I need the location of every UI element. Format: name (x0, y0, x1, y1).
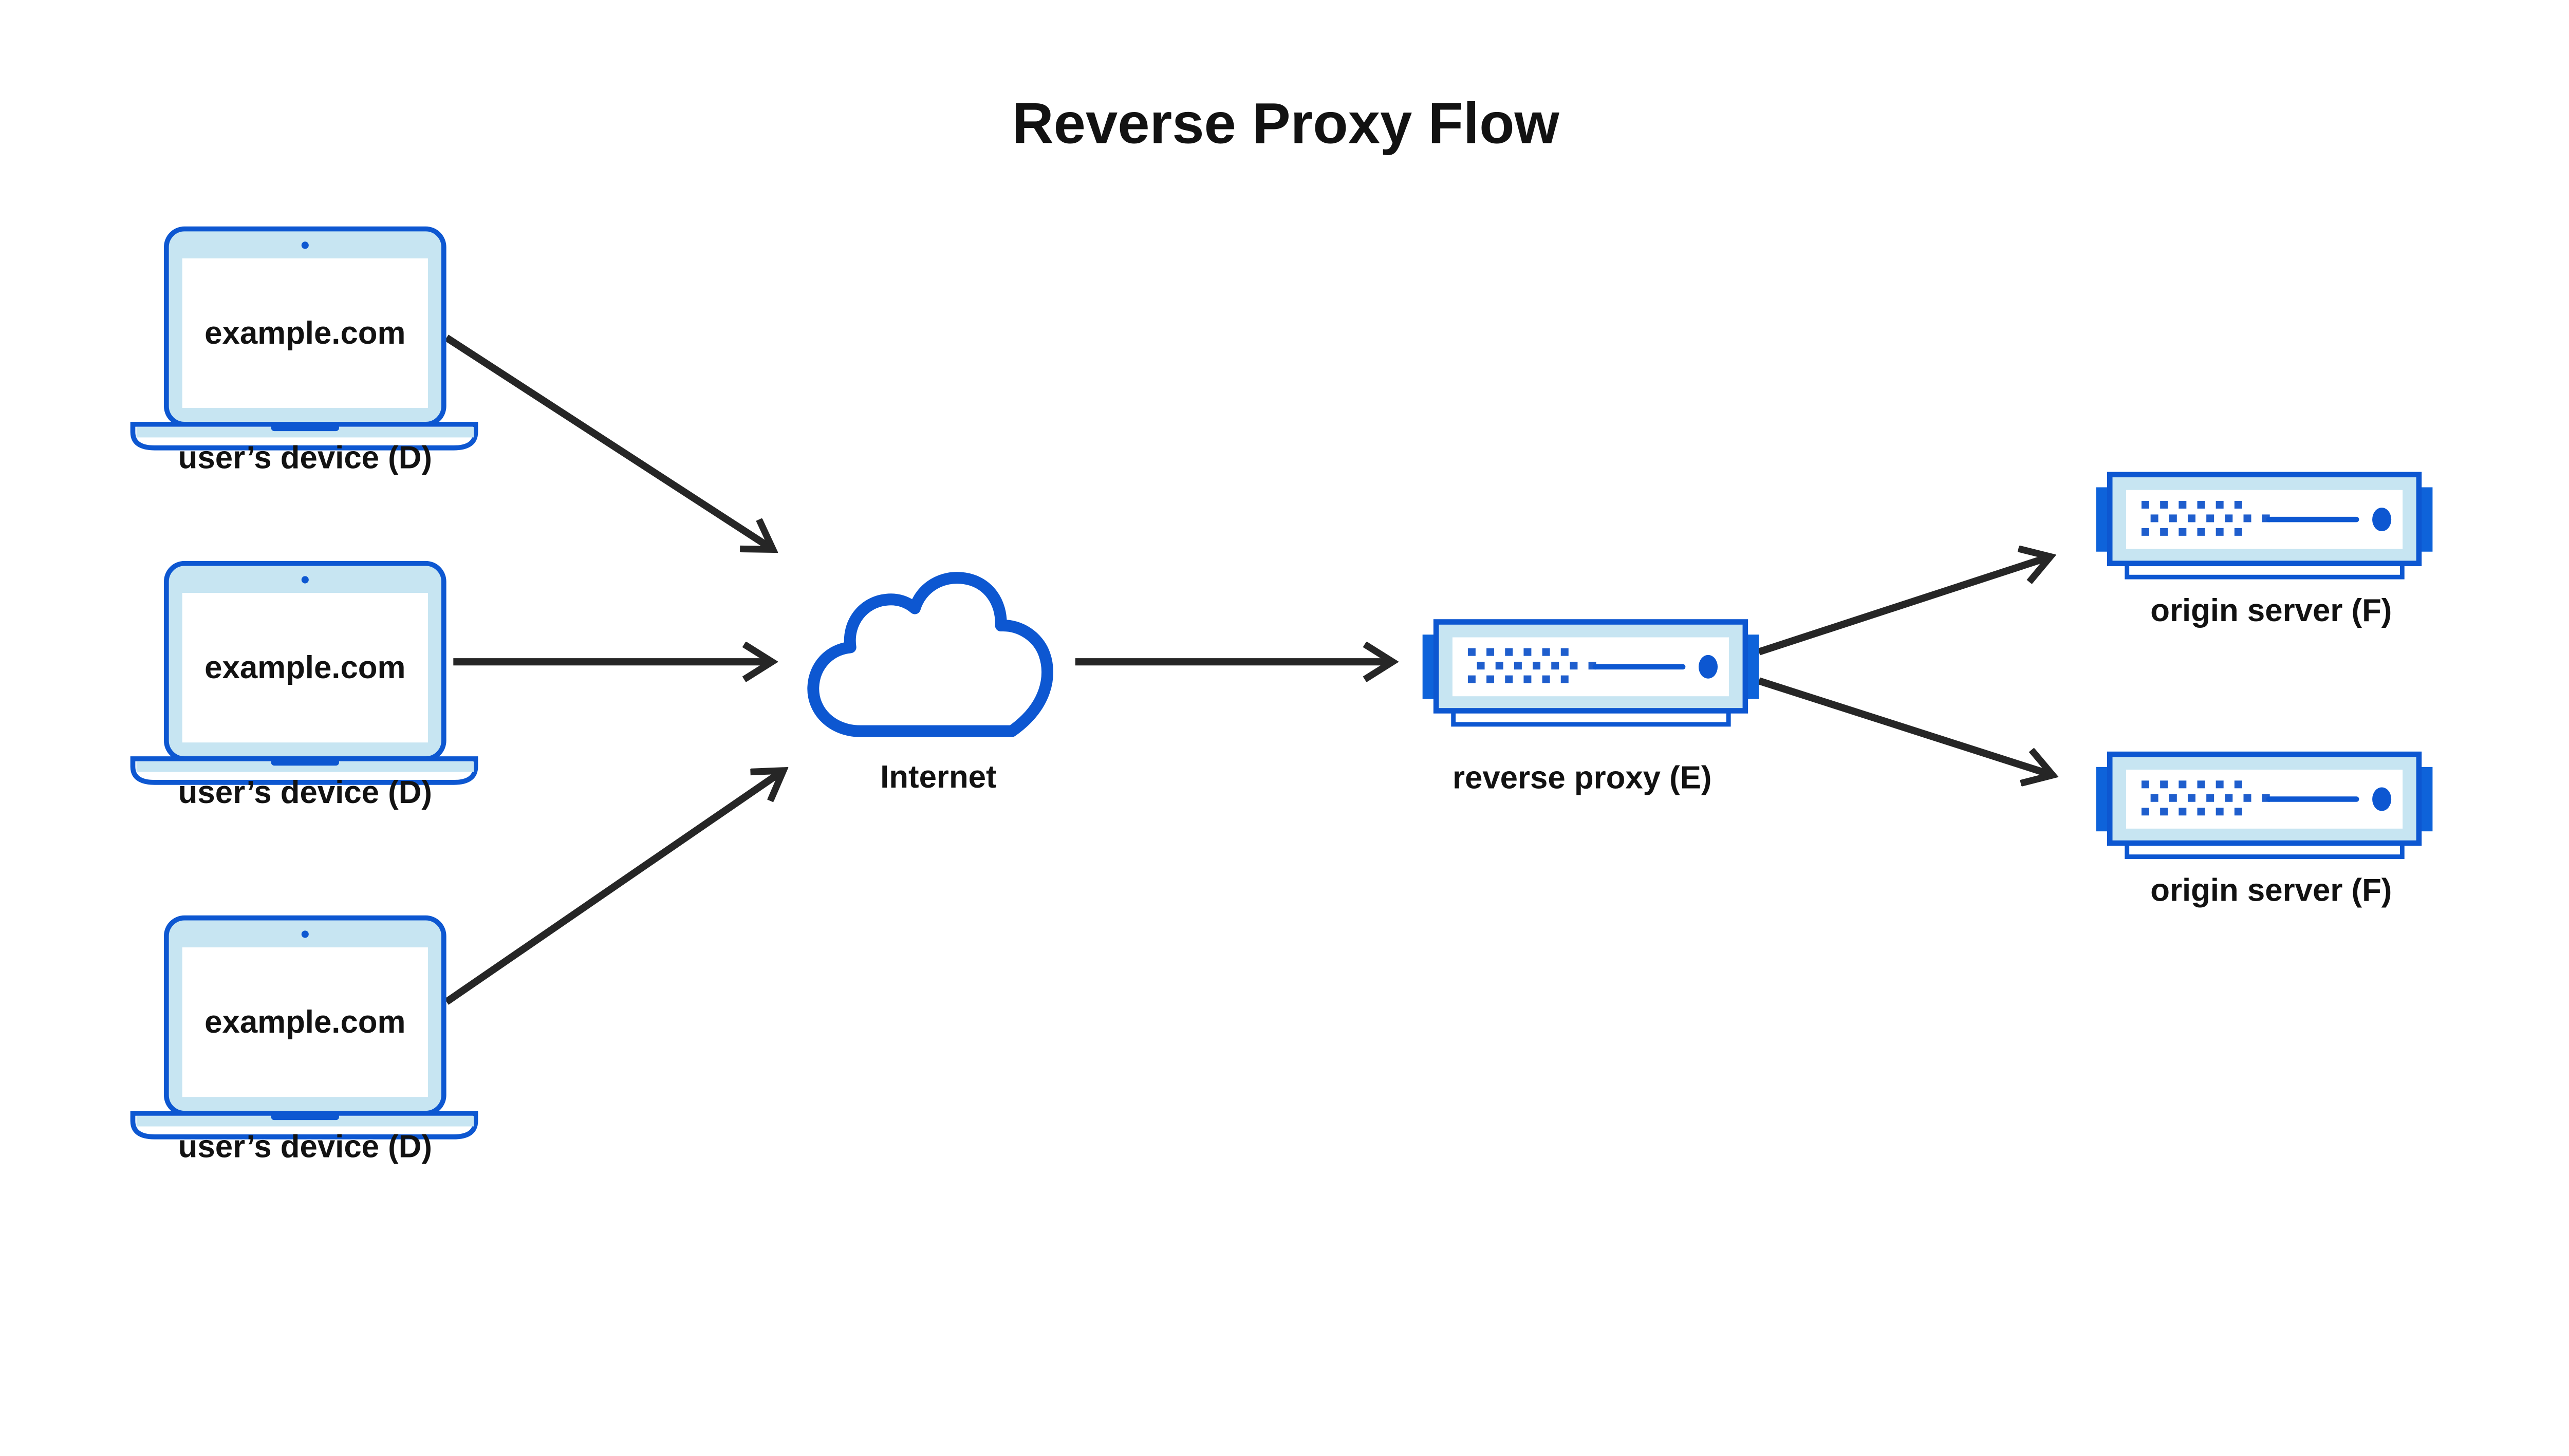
device-screen-url: example.com (204, 1004, 405, 1040)
reverse-proxy-flow-diagram: Reverse Proxy Flow example.com user’s de… (130, 91, 2435, 1165)
arrow-device1-to-internet (444, 334, 773, 549)
internet-label: Internet (880, 759, 996, 795)
reverse-proxy-icon (1423, 622, 1759, 724)
arrow-proxy-to-origin2 (1758, 677, 2053, 775)
origin-server-icon (2096, 754, 2433, 856)
device-screen-url: example.com (204, 315, 405, 351)
origin-server-icon (2096, 475, 2433, 577)
device-label: user’s device (D) (178, 440, 432, 476)
diagram-canvas: Reverse Proxy Flow example.com user’s de… (130, 91, 2435, 1165)
device-label: user’s device (D) (178, 775, 432, 810)
origin-server-label: origin server (F) (2150, 593, 2392, 628)
flow-arrows (444, 334, 2053, 1005)
reverse-proxy-label: reverse proxy (E) (1453, 760, 1712, 796)
origin-server-label: origin server (F) (2150, 872, 2392, 908)
arrow-device3-to-internet (444, 771, 784, 1005)
page-title: Reverse Proxy Flow (1012, 91, 1560, 155)
device-label: user’s device (D) (178, 1129, 432, 1165)
internet-cloud-icon (807, 572, 1053, 737)
device-screen-url: example.com (204, 650, 405, 685)
arrow-proxy-to-origin1 (1758, 556, 2050, 656)
